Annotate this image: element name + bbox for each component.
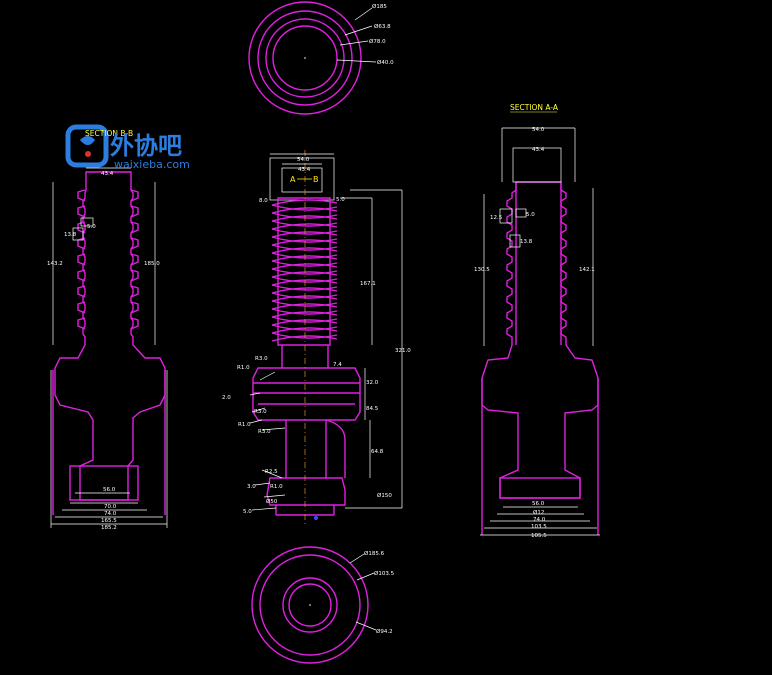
center-dim-r3: R3.0	[254, 409, 267, 415]
bottom-outer-circle	[251, 546, 369, 664]
left-dim-bot1: 56.0	[103, 487, 116, 493]
section-mark-b: B	[313, 175, 319, 184]
top-outer-circle	[248, 1, 362, 115]
waixieba-logo: SECTION B-B 外协吧 waixieba.com	[65, 124, 190, 171]
right-dim-bot5: 105.5	[531, 533, 547, 539]
right-dim-len-r: 142.1	[579, 267, 595, 273]
bottom-dim-1: Ø185.6	[364, 550, 385, 557]
center-dim-d1: Ø50	[266, 498, 278, 505]
center-dim-top2: 43.4	[298, 167, 311, 173]
left-outline	[54, 171, 166, 501]
left-dim-len-r: 185.0	[144, 261, 160, 267]
center-thread-body	[277, 197, 331, 346]
top-dim-3: Ø78.0	[369, 38, 386, 45]
left-foot	[69, 465, 139, 501]
center-dim-side-l: 8.0	[259, 198, 268, 204]
center-dim-h1: 2.0	[222, 395, 231, 401]
left-dim-bot5: 185.2	[101, 525, 117, 531]
center-dim-r2: R1.0	[237, 365, 250, 371]
center-dim-r6: R2.5	[265, 469, 278, 475]
right-dim-pitch2: 5.0	[526, 212, 535, 218]
center-dim-h5: 64.8	[371, 449, 384, 455]
logo-url: waixieba.com	[114, 158, 190, 171]
left-dim-top: 43.4	[101, 171, 114, 177]
center-collar	[252, 367, 361, 421]
center-dim-h2: 7.4	[333, 362, 342, 368]
section-aa-title: SECTION A-A	[510, 103, 559, 112]
center-axis-marker	[314, 516, 318, 520]
logo-icon	[65, 124, 109, 168]
top-inner-circle	[272, 25, 338, 91]
right-dim-pitch3: 13.8	[520, 239, 533, 245]
top-dim-2: Ø63.8	[374, 23, 391, 30]
left-section-view: 43.4 5.0 13.8 143.2 185.0 56.0 70.0 74.0…	[47, 167, 168, 531]
bottom-end-view: Ø185.6 Ø103.5 Ø94.2	[251, 546, 395, 664]
center-dim-len-total: 321.0	[395, 348, 411, 354]
left-dim-bot2: 70.0	[104, 504, 117, 510]
section-bb-title: SECTION B-B	[85, 129, 133, 138]
center-dim-h6: 3.0	[247, 484, 256, 490]
center-dim-d2: Ø150	[377, 492, 392, 499]
bottom-inner-circle	[288, 583, 332, 627]
center-foot	[266, 477, 346, 506]
logo-dot-icon	[85, 151, 91, 157]
center-dim-r5: R3.0	[258, 429, 271, 435]
center-dim-h3: 32.0	[366, 380, 379, 386]
center-dim-side-r: 5.0	[336, 197, 345, 203]
top-end-view: Ø185 Ø63.8 Ø78.0 Ø40.0	[248, 1, 394, 115]
left-dim-pitch: 13.8	[64, 232, 77, 238]
top-circle-2	[257, 10, 353, 106]
top-center-point	[304, 57, 306, 59]
bottom-center-point	[309, 604, 311, 606]
logo-brand: 外协吧	[110, 132, 182, 160]
left-dim-len-l: 143.2	[47, 261, 63, 267]
right-dim-bot2: Ø12	[533, 509, 544, 516]
top-dim-4: Ø40.0	[377, 59, 394, 66]
center-dim-r4: R1.0	[238, 422, 251, 428]
left-dim-thread: 5.0	[87, 224, 96, 230]
right-outline	[481, 181, 599, 499]
center-dim-h4: 84.5	[366, 406, 379, 412]
bottom-circle-3	[282, 577, 338, 633]
right-dim-top2: 43.4	[532, 147, 545, 153]
right-dim-bot4: 103.5	[531, 524, 547, 530]
bottom-dim-3: Ø94.2	[376, 628, 393, 635]
center-dim-r1: R3.0	[255, 356, 268, 362]
right-dim-bot1: 56.0	[532, 501, 545, 507]
right-dim-pitch1: 12.5	[490, 215, 503, 221]
top-circle-3	[265, 18, 345, 98]
left-dim-bot3: 74.0	[104, 511, 117, 517]
right-section-view: SECTION A-A 54.0 43.4 12.5 5.0 13.8 130.…	[474, 103, 600, 539]
center-dim-d3: 5.0	[243, 509, 252, 515]
bottom-dim-2: Ø103.5	[374, 570, 395, 577]
right-dim-top1: 54.0	[532, 127, 545, 133]
bottom-circle-2	[259, 554, 361, 656]
right-dim-bot3: 74.0	[533, 517, 546, 523]
right-dim-len-l: 130.5	[474, 267, 490, 273]
center-dim-r7: R1.0	[270, 484, 283, 490]
center-front-view: A B 54.0 43.4 8.0 5.0 167.1 321.0 R3.0 R…	[222, 150, 411, 525]
top-dim-1: Ø185	[372, 3, 387, 10]
section-mark-a: A	[290, 175, 296, 184]
center-dim-top1: 54.0	[297, 157, 310, 163]
left-dim-bot4: 165.5	[101, 518, 117, 524]
center-dim-len-thread: 167.1	[360, 281, 376, 287]
